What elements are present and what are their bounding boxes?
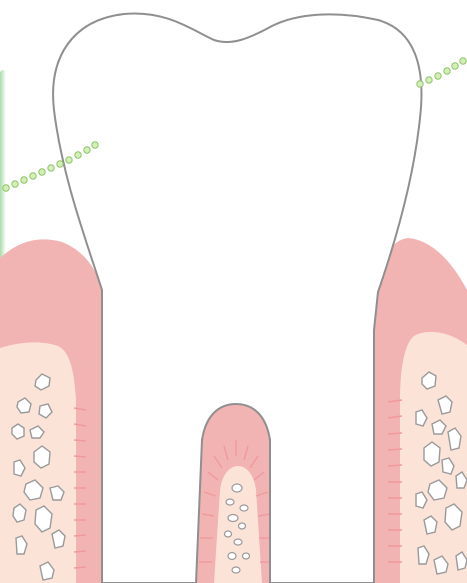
floss-right (417, 58, 466, 87)
